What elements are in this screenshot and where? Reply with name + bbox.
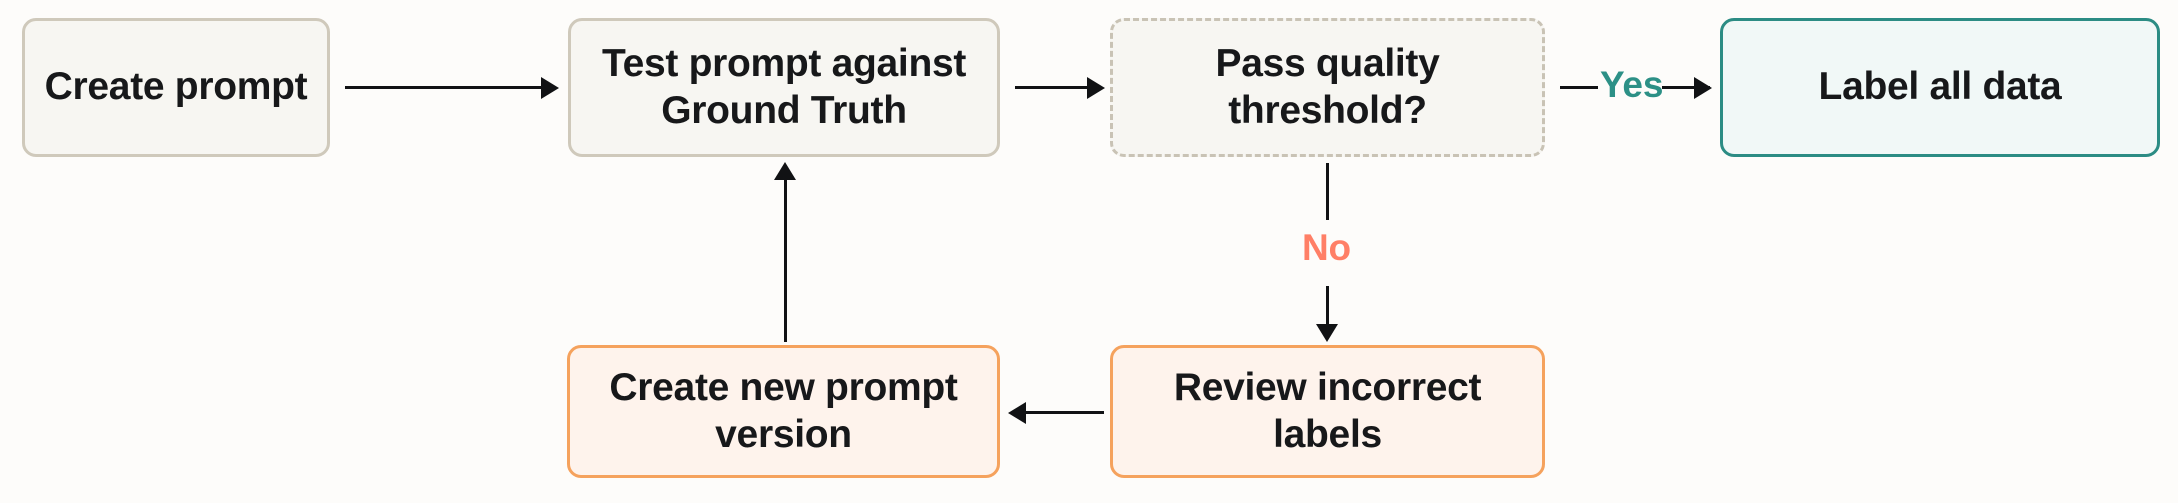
node-test-prompt-against-ground-truth[interactable]: Test prompt against Ground Truth [568,18,1000,157]
node-label: Create prompt [44,65,308,109]
node-label: Pass quality threshold? [1215,42,1440,132]
edge-pass-quality-yes-line-left [1560,86,1598,89]
node-label: Create new prompt version [609,366,958,456]
edge-pass-quality-yes-line-right [1662,86,1710,89]
arrow-right-icon [541,77,559,99]
arrow-left-icon [1008,402,1026,424]
arrow-down-icon [1316,324,1338,342]
edge-label-yes: Yes [1600,64,1664,105]
node-pass-quality-threshold[interactable]: Pass quality threshold? [1110,18,1545,157]
edge-review-labels-to-create-new-line [1026,411,1104,414]
node-label-all-data[interactable]: Label all data [1720,18,2160,157]
arrow-right-icon [1087,77,1105,99]
edge-test-prompt-to-pass-quality-line [1015,86,1087,89]
node-label: Label all data [1818,65,2062,109]
arrow-right-icon [1694,77,1712,99]
arrow-up-icon [774,162,796,180]
node-create-new-prompt-version[interactable]: Create new prompt version [567,345,1000,478]
edge-create-new-to-test-prompt-line [784,180,787,342]
node-review-incorrect-labels[interactable]: Review incorrect labels [1110,345,1545,478]
node-label: Test prompt against Ground Truth [601,42,967,132]
node-create-prompt[interactable]: Create prompt [22,18,330,157]
edge-pass-quality-no-line-bottom [1326,286,1329,328]
edge-label-no: No [1302,227,1351,268]
node-label: Review incorrect labels [1173,366,1482,456]
edge-pass-quality-no-line-top [1326,163,1329,220]
edge-create-prompt-to-test-prompt-line [345,86,541,89]
